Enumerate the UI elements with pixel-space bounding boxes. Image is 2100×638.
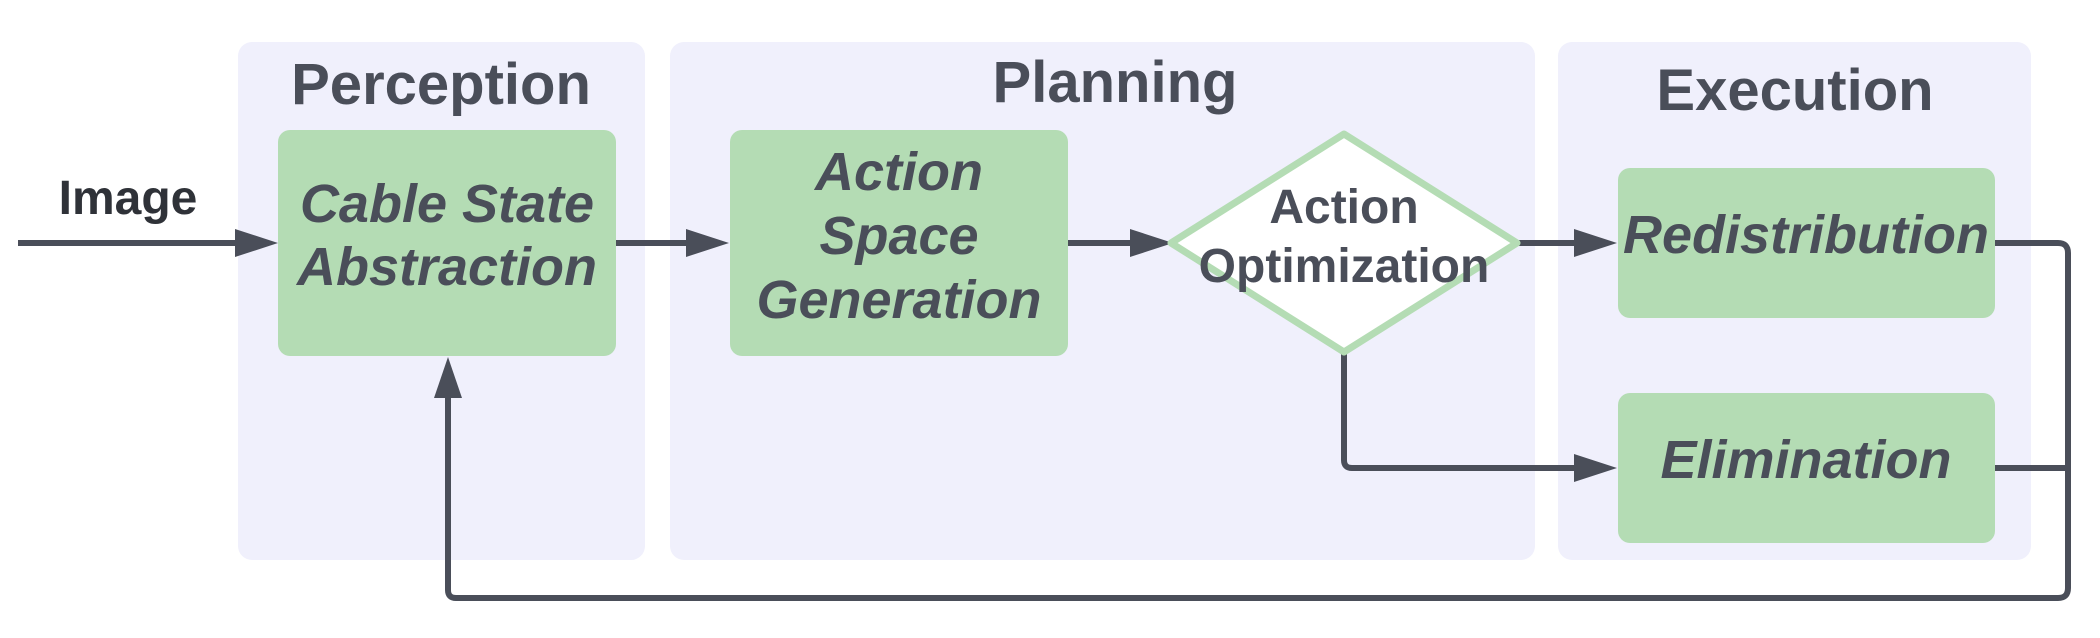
perception-title: Perception bbox=[291, 52, 591, 117]
connectors bbox=[18, 229, 2071, 601]
input-label: Image bbox=[59, 172, 198, 225]
node-label-line: Cable State bbox=[300, 174, 594, 234]
node-elimination: Elimination bbox=[1618, 393, 1995, 543]
node-box bbox=[730, 130, 1068, 356]
arrow-head bbox=[686, 229, 729, 257]
decision-diamond bbox=[1167, 130, 1521, 356]
edge-feedback-redistribution-to-cable-state bbox=[445, 240, 2071, 601]
node-action-optimization: Action Optimization bbox=[1167, 130, 1521, 356]
arrow-head bbox=[1574, 229, 1617, 257]
node-label-line: Abstraction bbox=[295, 237, 597, 297]
node-label-line: Action bbox=[813, 142, 983, 202]
node-label-line: Redistribution bbox=[1623, 205, 1989, 265]
node-label-line: Space bbox=[819, 206, 978, 266]
node-label-line: Action bbox=[1269, 181, 1418, 234]
node-box bbox=[278, 130, 616, 356]
node-cable-state-abstraction: Cable State Abstraction bbox=[278, 130, 616, 356]
node-label-line: Generation bbox=[756, 270, 1041, 330]
node-label-line: Elimination bbox=[1660, 430, 1951, 490]
node-box bbox=[1618, 168, 1995, 318]
node-redistribution: Redistribution bbox=[1618, 168, 1995, 318]
arrow-head bbox=[434, 357, 462, 398]
planning-title: Planning bbox=[993, 50, 1238, 115]
execution-title: Execution bbox=[1656, 58, 1933, 123]
edge-optimization-to-elimination bbox=[1341, 350, 1578, 471]
node-box bbox=[1618, 393, 1995, 543]
arrow-head bbox=[235, 229, 278, 257]
arrow-head bbox=[1130, 229, 1173, 257]
node-action-space-generation: Action Space Generation bbox=[730, 130, 1068, 356]
arrow-head bbox=[1574, 454, 1617, 482]
node-label-line: Optimization bbox=[1199, 240, 1490, 293]
